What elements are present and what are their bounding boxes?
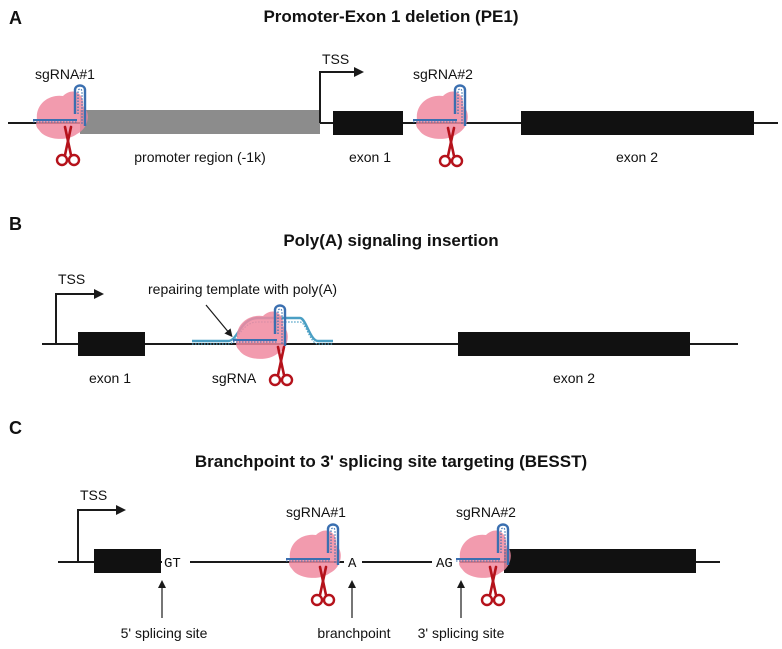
gt-sequence: GT: [164, 556, 181, 572]
exon2-label: exon 2: [616, 149, 658, 165]
tss-label: TSS: [80, 487, 107, 503]
panel-b: B Poly(A) signaling insertion TSS repair…: [9, 214, 738, 387]
promoter-region-box: [80, 110, 320, 134]
panel-b-title: Poly(A) signaling insertion: [283, 231, 498, 250]
tss-arrow: [55, 289, 104, 344]
exon-2-box: [458, 332, 690, 356]
sgrna1-label: sgRNA#1: [35, 66, 95, 82]
a-sequence: A: [348, 556, 357, 572]
tss-label: TSS: [322, 51, 349, 67]
ag-sequence: AG: [436, 556, 453, 572]
panel-c: C Branchpoint to 3' splicing site target…: [9, 418, 720, 641]
sgrna1-label: sgRNA#1: [286, 504, 346, 520]
cas9-complex-2: [411, 84, 469, 141]
exon1-label: exon 1: [349, 149, 391, 165]
template-label: repairing template with poly(A): [148, 281, 337, 297]
panel-c-letter: C: [9, 418, 22, 438]
tss-arrow: [319, 67, 364, 123]
panel-a: A Promoter-Exon 1 deletion (PE1) TSS sgR…: [8, 7, 778, 168]
template-pointer: [205, 304, 233, 338]
exon-1-box: [78, 332, 145, 356]
exon-1-box: [94, 549, 161, 573]
sgrna2-label: sgRNA#2: [456, 504, 516, 520]
exon-2-box: [504, 549, 696, 573]
exon-2-box: [521, 111, 754, 135]
panel-a-title: Promoter-Exon 1 deletion (PE1): [263, 7, 518, 26]
sgrna-label: sgRNA: [212, 370, 257, 386]
panel-a-letter: A: [9, 8, 22, 28]
exon-1-box: [333, 111, 403, 135]
exon2-label: exon 2: [553, 370, 595, 386]
tss-arrow: [77, 505, 126, 562]
promoter-label: promoter region (-1k): [134, 149, 266, 165]
splice5-label: 5' splicing site: [121, 625, 208, 641]
cas9-complex-1: [284, 523, 342, 580]
branchpoint-label: branchpoint: [317, 625, 390, 641]
exon1-label: exon 1: [89, 370, 131, 386]
cas9-complex-1: [31, 84, 90, 141]
sgrna2-label: sgRNA#2: [413, 66, 473, 82]
panel-c-title: Branchpoint to 3' splicing site targetin…: [195, 452, 587, 471]
panel-b-letter: B: [9, 214, 22, 234]
cas9-complex-2: [454, 523, 512, 580]
splice3-label: 3' splicing site: [418, 625, 505, 641]
tss-label: TSS: [58, 271, 85, 287]
